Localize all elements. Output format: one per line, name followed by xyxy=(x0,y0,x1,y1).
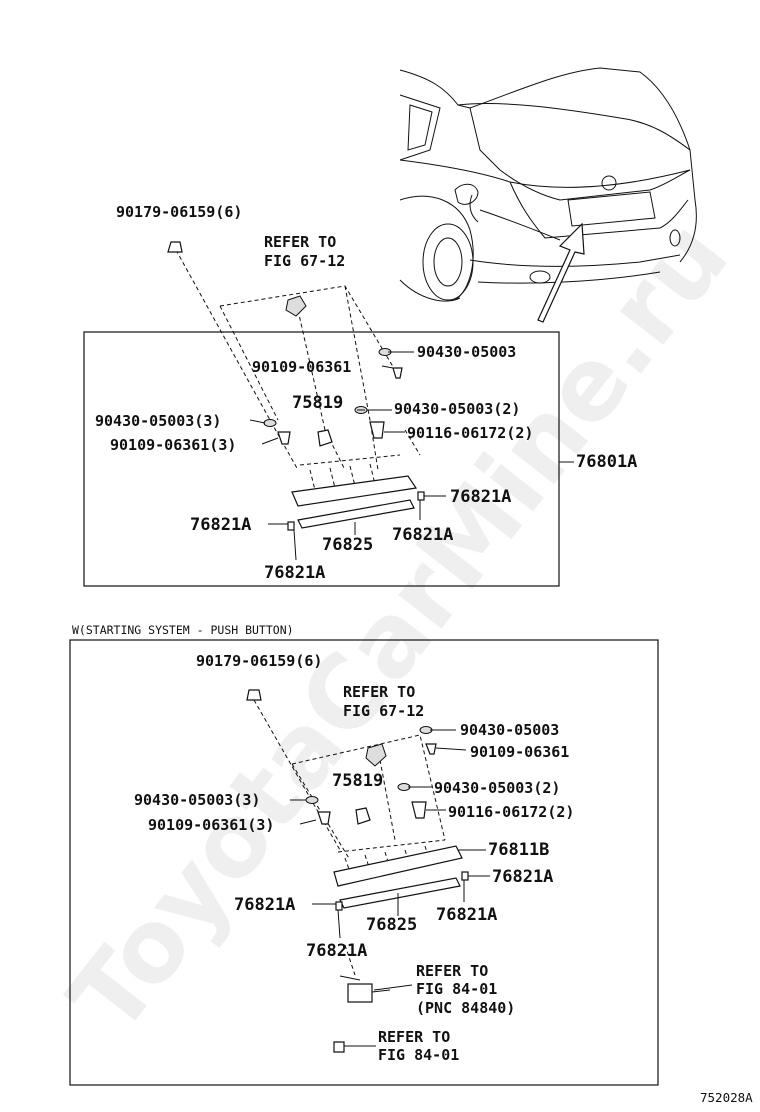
car-rear-illustration xyxy=(399,67,697,323)
part-number-label: 90109-06361(3) xyxy=(110,436,236,454)
refer-pnc-label: (PNC 84840) xyxy=(416,999,515,1017)
part-number-label: 76821A xyxy=(234,895,295,915)
part-number-label: 76821A xyxy=(492,867,553,887)
refer-fig-label: FIG 67-12 xyxy=(343,702,424,720)
nut-part xyxy=(305,796,319,804)
bolt-part xyxy=(411,801,427,819)
lower-assembly-frame xyxy=(69,639,659,1086)
clip-part xyxy=(246,689,262,701)
screw-part xyxy=(392,367,403,379)
part-number-label: 90109-06361(3) xyxy=(148,816,274,834)
part-number-label: 90116-06172(2) xyxy=(448,803,574,821)
part-number-label: 90430-05003(3) xyxy=(134,791,260,809)
part-number-label: 90109-06361 xyxy=(252,358,351,376)
refer-label: REFER TO xyxy=(343,683,415,701)
part-number-label: 75819 xyxy=(292,393,343,413)
clip-part xyxy=(167,241,183,253)
pad-part xyxy=(287,521,295,531)
part-number-label: 76821A xyxy=(450,487,511,507)
pad-part xyxy=(461,871,469,881)
section-title: W(STARTING SYSTEM - PUSH BUTTON) xyxy=(72,623,294,637)
assembly-number-label: 76801A xyxy=(576,452,637,472)
upper-assembly-frame xyxy=(83,331,560,587)
assembly-number-label: 76811B xyxy=(488,840,549,860)
part-number-label: 75819 xyxy=(332,771,383,791)
part-number-label: 90430-05003 xyxy=(417,343,516,361)
part-number-label: 76825 xyxy=(322,535,373,555)
part-number-label: 76825 xyxy=(366,915,417,935)
part-number-label: 76821A xyxy=(306,941,367,961)
part-number-label: 90179-06159(6) xyxy=(116,203,242,221)
part-number-label: 90179-06159(6) xyxy=(196,652,322,670)
strip-part xyxy=(339,877,461,909)
screw-part xyxy=(333,1041,345,1053)
nut-part xyxy=(263,419,277,427)
screw-part xyxy=(317,811,331,825)
sensor-part xyxy=(347,983,373,1003)
pad-part xyxy=(335,901,343,911)
screw-part xyxy=(277,431,291,445)
refer-label: REFER TO xyxy=(378,1028,450,1046)
refer-fig-label: FIG 84-01 xyxy=(378,1046,459,1064)
bracket-part xyxy=(365,743,387,767)
figure-code: 752028A xyxy=(700,1090,753,1105)
lower-section: W(STARTING SYSTEM - PUSH BUTTON) xyxy=(69,623,659,1086)
part-number-label: 90430-05003(3) xyxy=(95,412,221,430)
emblem-clip-part xyxy=(317,429,333,447)
part-number-label: 90430-05003(2) xyxy=(394,400,520,418)
part-number-label: 90430-05003(2) xyxy=(434,779,560,797)
part-number-label: 76821A xyxy=(190,515,251,535)
refer-fig-label: FIG 67-12 xyxy=(264,252,345,270)
part-number-label: 76821A xyxy=(436,905,497,925)
part-number-label: 90109-06361 xyxy=(470,743,569,761)
part-number-label: 90116-06172(2) xyxy=(407,424,533,442)
upper-section: 90179-06159(6) REFER TO FIG 67-12 90430-… xyxy=(83,203,637,587)
strip-part xyxy=(297,499,415,529)
bracket-part xyxy=(285,295,307,317)
garnish-part xyxy=(333,845,463,887)
screw-part xyxy=(425,743,437,755)
garnish-part xyxy=(291,475,418,507)
emblem-clip-part xyxy=(355,807,371,825)
refer-label: REFER TO xyxy=(416,962,488,980)
pad-part xyxy=(417,491,425,501)
refer-label: REFER TO xyxy=(264,233,336,251)
bolt-part xyxy=(369,421,385,439)
part-number-label: 76821A xyxy=(392,525,453,545)
part-number-label: 76821A xyxy=(264,563,325,583)
refer-fig-label: FIG 84-01 xyxy=(416,980,497,998)
part-number-label: 90430-05003 xyxy=(460,721,559,739)
